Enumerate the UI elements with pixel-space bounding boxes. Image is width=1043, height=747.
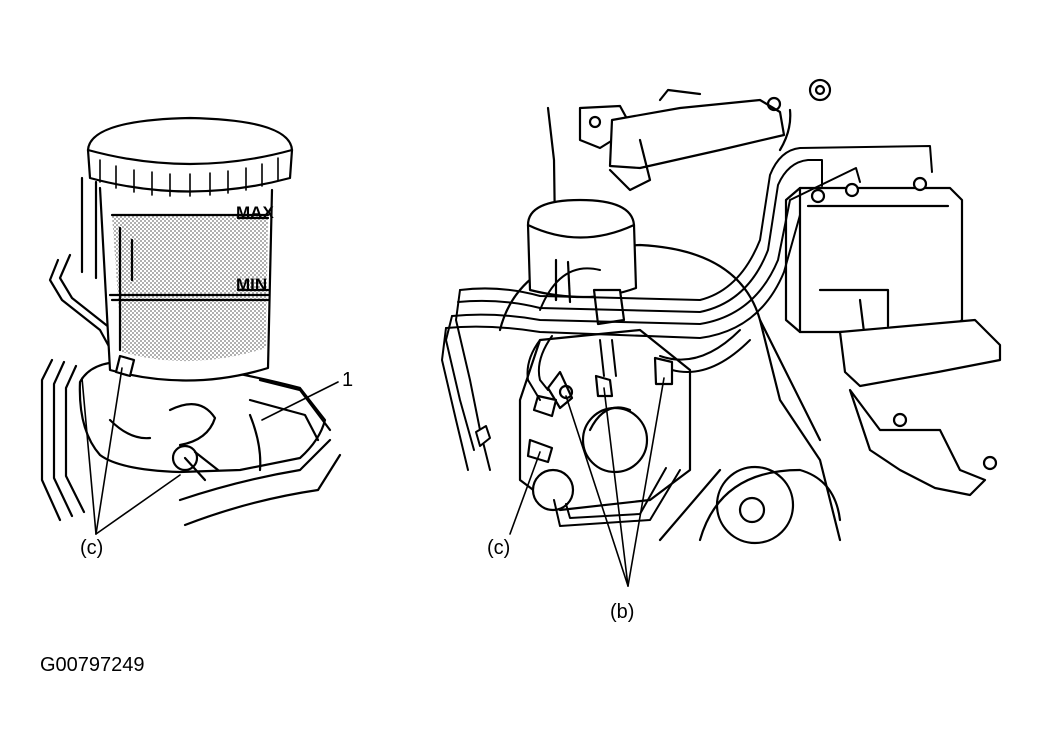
callout-c-right: (c): [487, 537, 511, 559]
cap-ribs: [100, 158, 278, 196]
left-view: [42, 118, 340, 534]
engine-outline: [500, 245, 840, 540]
callout-1-leader: [262, 382, 338, 420]
crank-bolt: [660, 467, 840, 543]
figure-id: G00797249: [40, 654, 145, 676]
max-mark-label: MAX: [236, 203, 274, 222]
left-c-leaders: [82, 368, 180, 534]
brake-line-bundle: [442, 146, 932, 526]
abs-modulator: [786, 178, 962, 332]
lower-bracket: [760, 320, 1000, 495]
brake-fluid-reservoir: [88, 118, 292, 381]
reservoir-level-marks: [238, 218, 268, 290]
master-cylinder-left: [80, 362, 340, 525]
right-view: [442, 80, 1000, 586]
top-bolt: [810, 80, 830, 100]
left-brake-lines: [42, 178, 112, 520]
callout-c-left: (c): [80, 537, 104, 559]
master-cylinder-reservoir-right: [528, 200, 636, 302]
min-mark-label: MIN: [236, 275, 268, 294]
callout-1: 1: [342, 369, 354, 391]
right-b-leaders: [566, 378, 664, 586]
callout-b: (b): [610, 601, 635, 623]
top-bracket: [580, 90, 784, 190]
right-c-leader: [510, 452, 540, 534]
